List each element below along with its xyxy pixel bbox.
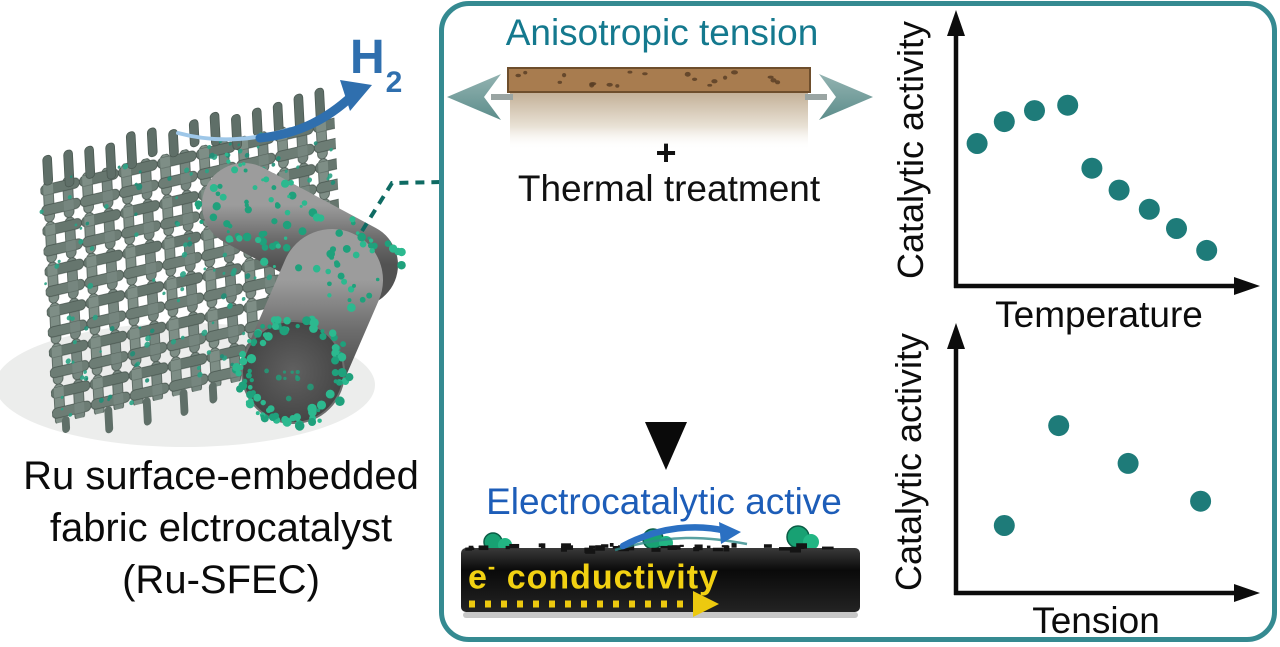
conductive-strip <box>461 548 860 612</box>
axis-arrow-icon <box>947 323 965 349</box>
dashed-connector-icon <box>360 180 443 233</box>
h2-symbol: H <box>350 31 385 84</box>
scatter-plots: Catalytic activity Temperature Catalytic… <box>890 10 1260 641</box>
tension-strip-graphic <box>447 67 873 150</box>
x-axis-label: Tension <box>1032 600 1160 641</box>
electron-flow-arrow-icon <box>693 591 719 617</box>
tension-shaft-right <box>805 94 827 100</box>
y-axis-label: Catalytic activity <box>890 333 929 591</box>
anisotropic-tension-label: Anisotropic tension <box>505 12 819 53</box>
fabric-illustration <box>0 80 443 447</box>
axis-arrow-icon <box>1234 584 1260 602</box>
conductivity-word: conductivity <box>496 558 719 597</box>
caption-line-1: Ru surface-embedded <box>23 454 419 498</box>
fabric-cross-section <box>510 92 808 150</box>
electron-conductivity-label: e- conductivity <box>468 554 719 597</box>
scatter-dots <box>966 94 1218 261</box>
surface-reaction-arrowhead <box>719 522 741 544</box>
caption-line-2: fabric elctrocatalyst <box>49 506 393 550</box>
tension-arrow-left-icon <box>447 74 501 120</box>
tension-plot: Catalytic activity Tension <box>890 323 1260 641</box>
process-box <box>439 1 1277 642</box>
fabric-pores <box>515 70 781 88</box>
down-arrow-icon <box>645 258 687 470</box>
h2-subscript: 2 <box>385 65 403 99</box>
x-axis-label: Temperature <box>995 294 1203 335</box>
conductive-fabric-graphic <box>461 522 860 618</box>
scatter-dots <box>993 415 1212 536</box>
strip-bottom-edge <box>463 612 858 618</box>
thermal-treatment-label: Thermal treatment <box>517 168 821 209</box>
conductivity-e: e <box>468 558 488 597</box>
surface-thin-arc <box>614 536 748 552</box>
fiber-cylinders <box>194 152 406 431</box>
axis-arrow-icon <box>947 10 965 36</box>
caption: Ru surface-embedded fabric elctrocatalys… <box>0 450 442 606</box>
h2-arrowhead-icon <box>340 80 372 111</box>
caption-line-3: (Ru-SFEC) <box>122 558 320 602</box>
conductivity-minus: - <box>487 554 497 579</box>
y-axis-label: Catalytic activity <box>890 21 931 279</box>
tension-arrow-right-icon <box>819 74 873 120</box>
axis-arrow-icon <box>1234 277 1260 295</box>
h2-arrow-icon <box>255 91 357 143</box>
electrocatalytic-active-label: Electrocatalytic active <box>486 481 842 522</box>
ru-speckles-fiber <box>194 152 406 431</box>
plus-sign: + <box>655 132 677 173</box>
fabric-top-band <box>507 67 811 93</box>
temperature-plot: Catalytic activity Temperature <box>890 10 1260 335</box>
h2-label: H2 <box>350 31 402 98</box>
surface-reaction-arrow-icon <box>619 524 731 550</box>
tension-shaft-left <box>491 94 513 100</box>
